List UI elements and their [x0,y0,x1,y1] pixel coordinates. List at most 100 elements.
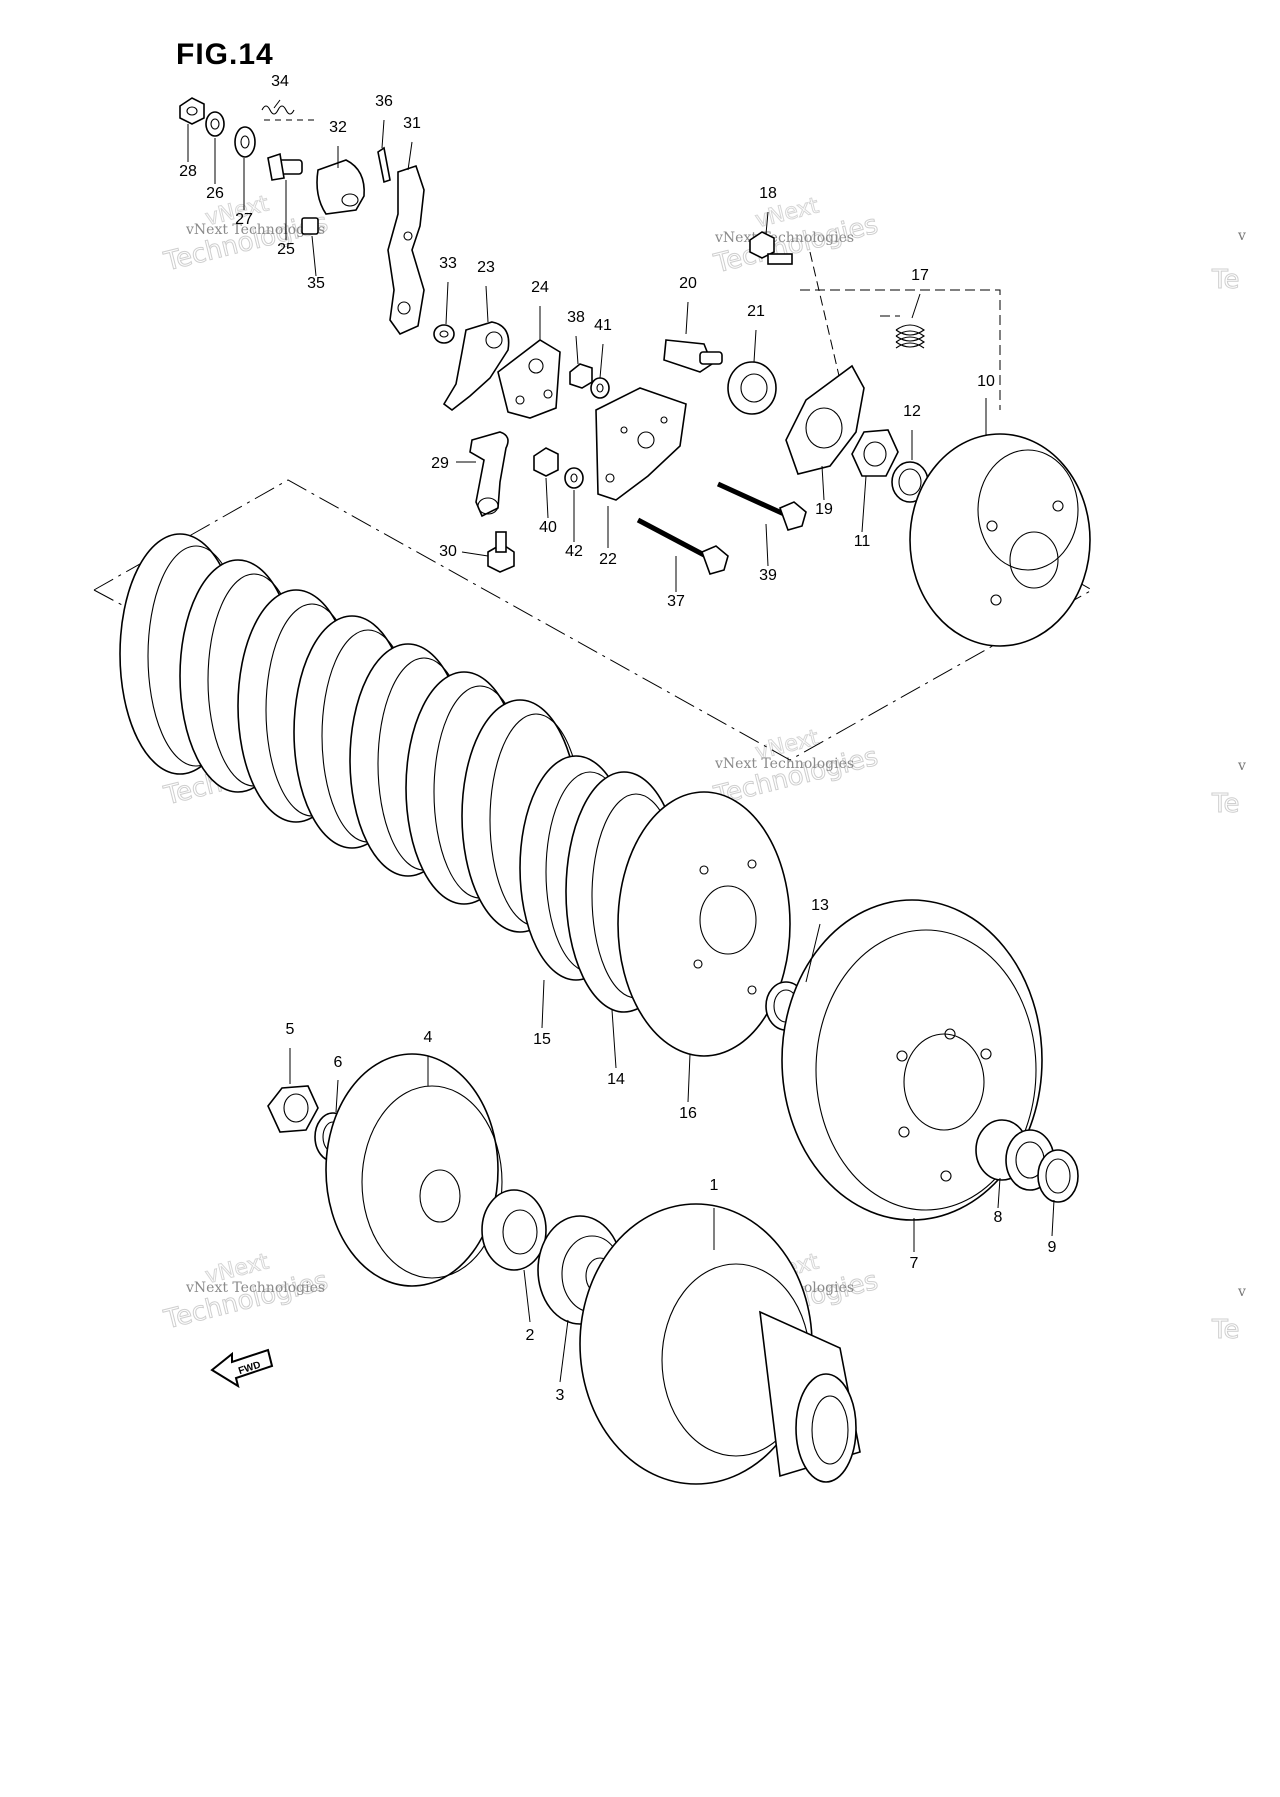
clutch-plates [119,533,583,933]
edge-mark: v [1237,758,1246,774]
part-number-41: 41 [594,317,612,334]
edge-mark: Te [1211,265,1239,295]
washer-27 [234,126,256,158]
leader-lines [187,99,1055,1383]
washer-9 [1037,1149,1079,1203]
figure-title: FIG.14 [176,38,274,71]
centrifugal-clutch-4 [325,1053,503,1287]
clutch-drum-1 [579,1203,861,1485]
watermark-text: vNext Technologies [714,230,854,246]
spring-17 [895,324,925,349]
leader-line-15 [541,979,545,1029]
part-number-32: 32 [329,119,347,136]
forward-arrow-icon: FWD [210,1348,274,1389]
part-number-42: 42 [565,543,583,560]
part-number-5: 5 [286,1021,295,1038]
leader-line-8 [997,1177,1001,1209]
leader-line-3 [559,1319,569,1383]
pressure-plate-16 [617,791,791,1057]
bolt-30 [487,531,515,573]
edge-mark: v [1237,1284,1246,1300]
bolt-37 [636,517,729,575]
housing-10 [909,433,1091,647]
nut-5 [267,1085,319,1133]
part-number-2: 2 [526,1327,535,1344]
bolt-25 [267,152,303,181]
part-number-1: 1 [710,1177,719,1194]
nut-38 [569,363,593,389]
part-number-26: 26 [206,185,224,202]
bearing-2 [481,1189,547,1271]
leader-line-41 [599,343,604,379]
part-number-14: 14 [607,1071,625,1088]
leader-line-13 [805,923,821,983]
leader-line-18 [765,211,769,235]
part-number-23: 23 [477,259,495,276]
part-number-11: 11 [854,533,871,550]
bolt-39 [716,481,807,531]
leader-line-11 [861,475,867,533]
watermark-text: vNext Technologies [714,756,854,772]
bolt-18 [749,231,793,265]
part-number-30: 30 [439,543,457,560]
leader-line-6 [335,1079,339,1113]
part-number-39: 39 [759,567,777,584]
part-number-40: 40 [539,519,557,536]
leader-line-2 [523,1269,531,1323]
leader-line-36 [381,119,385,149]
part-number-10: 10 [977,373,995,390]
leader-line-19 [821,465,825,501]
part-number-35: 35 [307,275,325,292]
part-number-4: 4 [424,1029,433,1046]
part-number-29: 29 [431,455,449,472]
part-number-15: 15 [533,1031,551,1048]
edge-mark: Te [1211,1315,1239,1345]
leader-line-30 [461,551,489,557]
washer-42 [564,467,584,489]
bolt-35 [301,217,319,235]
part-number-13: 13 [811,897,829,914]
part-number-38: 38 [567,309,585,326]
leader-line-23 [485,285,489,323]
part-number-8: 8 [994,1209,1003,1226]
part-number-12: 12 [903,403,921,420]
watermark-text: vNext Technologies [185,1280,325,1296]
leader-line-33 [445,281,449,325]
part-number-20: 20 [679,275,697,292]
nut-11 [851,429,899,477]
leader-line-40 [545,477,549,519]
leader-line-17 [911,293,921,319]
part-number-34: 34 [271,73,289,90]
cam-lever-23 [442,321,510,412]
lever-31 [387,164,425,335]
leader-line-39 [765,523,769,567]
leader-line-31 [407,141,413,171]
edge-mark: Te [1211,789,1239,819]
shaft-20 [663,339,723,373]
part-number-36: 36 [375,93,393,110]
leader-line-9 [1051,1199,1055,1237]
cam-32 [316,159,365,215]
washer-33 [433,324,455,344]
part-number-6: 6 [334,1054,343,1071]
pin-36 [377,146,391,184]
nut-28 [179,97,205,125]
part-number-9: 9 [1048,1239,1057,1256]
washer-26 [205,111,225,137]
plate-19 [785,364,865,475]
leader-line-16 [687,1053,691,1103]
leader-line-20 [685,301,689,335]
part-number-27: 27 [235,211,253,228]
part-number-33: 33 [439,255,457,272]
part-number-21: 21 [747,303,765,320]
part-number-19: 19 [815,501,833,518]
watermark-text: vNext Technologies [185,222,325,238]
bracket-22 [595,387,687,501]
leader-line-35 [311,235,317,277]
part-number-18: 18 [759,185,777,202]
part-number-24: 24 [531,279,549,296]
leader-line-14 [611,1009,617,1069]
leader-line-21 [753,329,757,363]
